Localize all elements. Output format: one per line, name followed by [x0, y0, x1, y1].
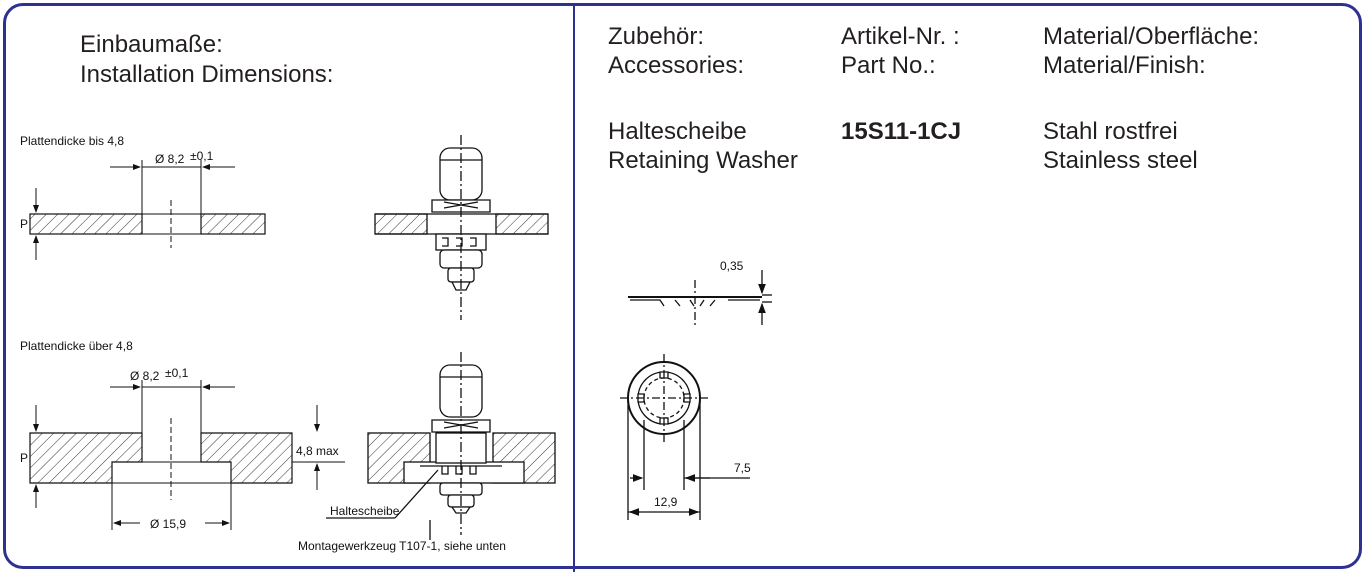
installation-drawings: Plattendicke bis 4,8 Ø 8,2 ±0,1 P [20, 134, 556, 553]
item-name-en: Retaining Washer [608, 147, 798, 174]
max-thickness-label: 4,8 max [296, 444, 339, 458]
outer-frame [3, 3, 1362, 569]
case2-label: Plattendicke über 4,8 [20, 339, 133, 353]
accessories-header-en: Accessories: [608, 52, 745, 79]
washer-callout: Haltescheibe [330, 504, 400, 518]
part-number: 15S11-1CJ [841, 118, 962, 145]
case1-fastener-view [374, 135, 549, 320]
case2-thickness-label: P [20, 451, 28, 465]
case1-label: Plattendicke bis 4,8 [20, 134, 124, 148]
washer-thickness-dim: 0,35 [720, 259, 744, 273]
section-divider [573, 6, 575, 572]
accessories-header-de: Zubehör: [608, 23, 705, 50]
case2-fastener-view [326, 352, 556, 540]
case1-plate-section [29, 160, 266, 260]
case2-plate-section [29, 380, 345, 530]
washer-outer-dim: 12,9 [654, 495, 678, 509]
part-no-header-de: Artikel-Nr. : [841, 23, 960, 50]
part-no-header-en: Part No.: [841, 52, 936, 79]
counterbore-dim: Ø 15,9 [150, 517, 186, 531]
installation-title-de: Einbaumaße: [80, 31, 223, 58]
case2-hole-dim: Ø 8,2 [130, 369, 160, 383]
case1-thickness-label: P [20, 217, 28, 231]
item-name-de: Haltescheibe [608, 118, 747, 145]
material-header-de: Material/Oberfläche: [1043, 23, 1260, 50]
case1-hole-dim: Ø 8,2 [155, 152, 185, 166]
material-de: Stahl rostfrei [1043, 118, 1178, 145]
material-en: Stainless steel [1043, 147, 1198, 174]
case1-hole-tol: ±0,1 [190, 149, 214, 163]
washer-inner-dim: 7,5 [734, 461, 751, 475]
material-header-en: Material/Finish: [1043, 52, 1206, 79]
installation-title-en: Installation Dimensions: [80, 61, 334, 88]
case2-hole-tol: ±0,1 [165, 366, 189, 380]
washer-drawing: 0,35 7,5 12,9 [620, 259, 772, 520]
tool-note: Montagewerkzeug T107-1, siehe unten [298, 539, 506, 553]
